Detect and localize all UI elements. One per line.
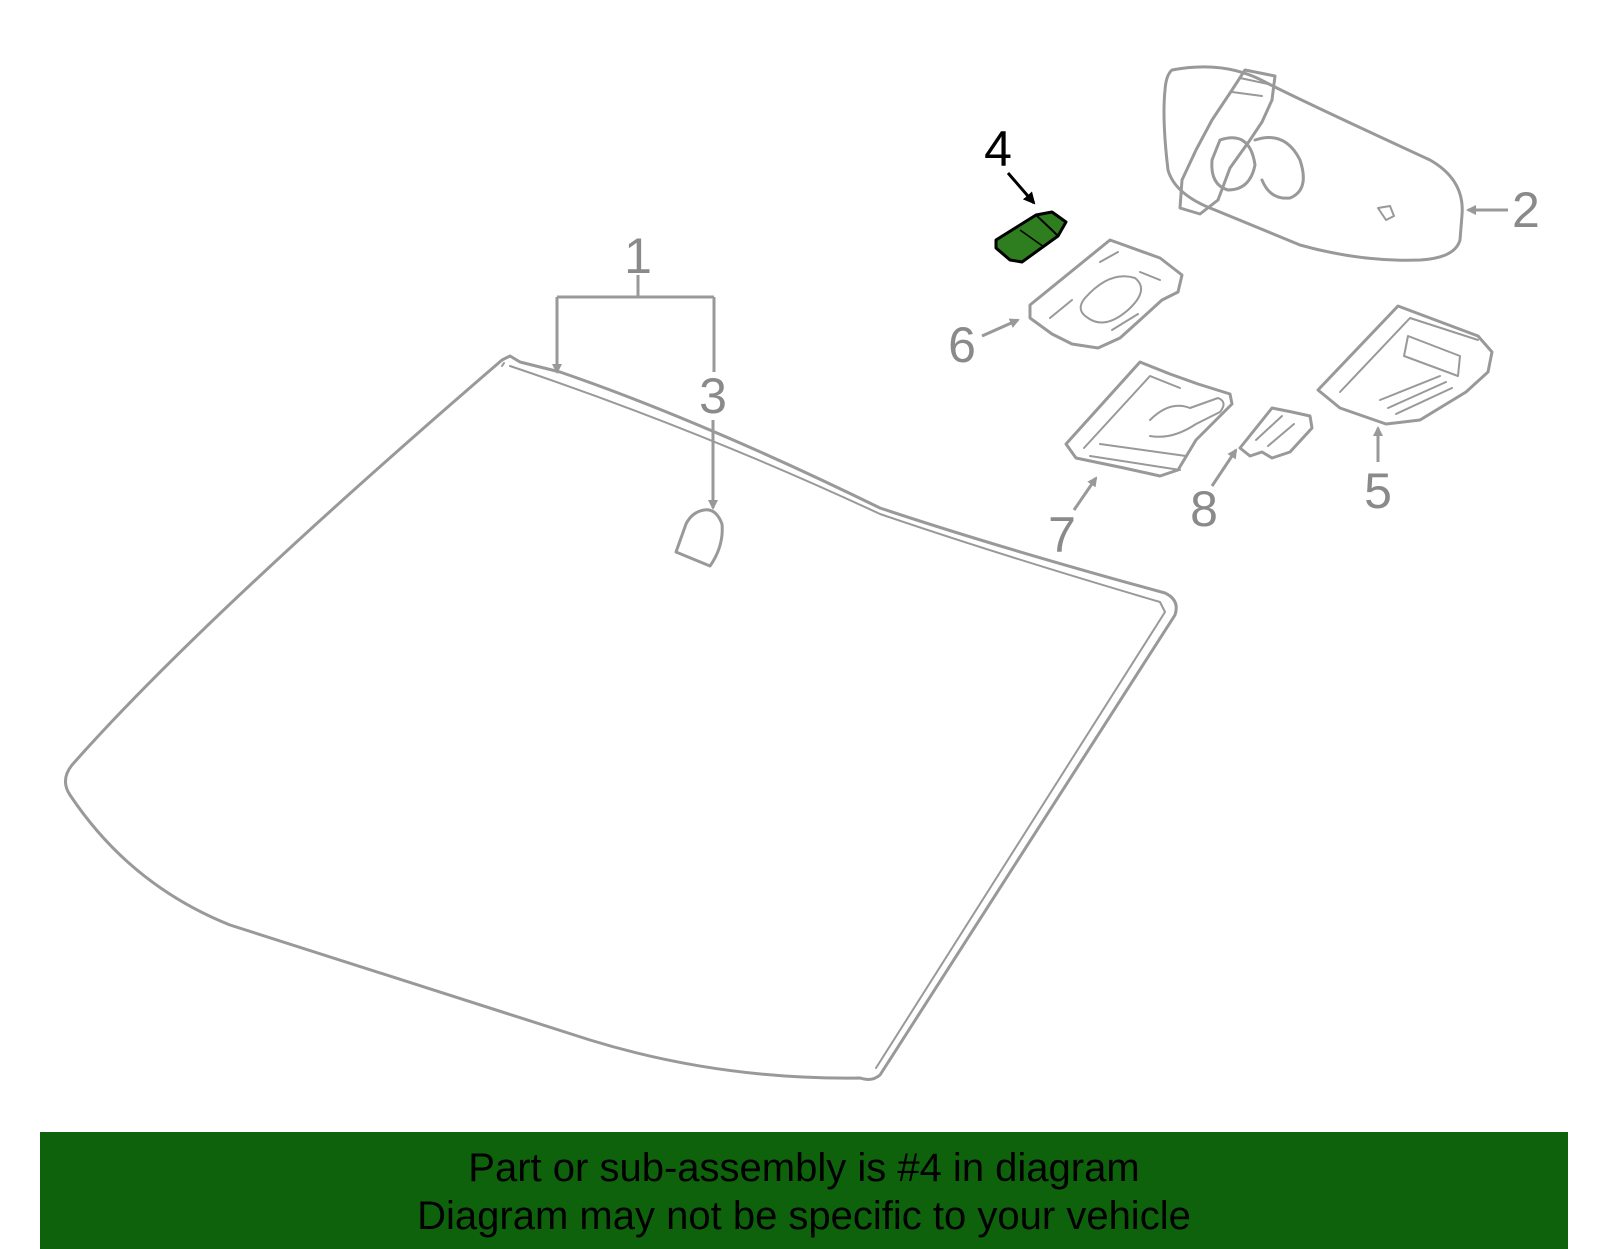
callout-4: 4 — [984, 121, 1012, 177]
rearview-mirror-part-2[interactable] — [1162, 65, 1464, 262]
callout-7-leader — [1072, 476, 1098, 511]
callout-4-leader — [1006, 172, 1036, 205]
callout-3: 3 — [699, 368, 727, 424]
sensor-pad-part-3[interactable] — [674, 508, 724, 568]
banner-disclaimer-text: Diagram may not be specific to your vehi… — [417, 1194, 1191, 1238]
banner-part-number-text: Part or sub-assembly is #4 in diagram — [468, 1146, 1140, 1190]
callout-8-leader — [1210, 448, 1238, 487]
callout-1: 1 — [624, 228, 652, 284]
callout-2: 2 — [1512, 182, 1540, 238]
module-part-4[interactable] — [994, 210, 1068, 264]
callout-1-leader — [552, 275, 716, 374]
callout-5: 5 — [1364, 463, 1392, 519]
callout-6-leader — [981, 318, 1020, 338]
callout-6: 6 — [948, 317, 976, 373]
console-housing-part-5[interactable] — [1316, 304, 1494, 426]
bracket-part-6[interactable] — [1028, 238, 1184, 350]
lower-cover-part-7[interactable] — [1064, 360, 1234, 478]
callout-7: 7 — [1048, 507, 1076, 563]
info-banner: Part or sub-assembly is #4 in diagram Di… — [40, 1132, 1568, 1249]
clip-part-8[interactable] — [1238, 406, 1314, 460]
callout-8: 8 — [1190, 481, 1218, 537]
windshield-part-1[interactable] — [64, 354, 1178, 1081]
